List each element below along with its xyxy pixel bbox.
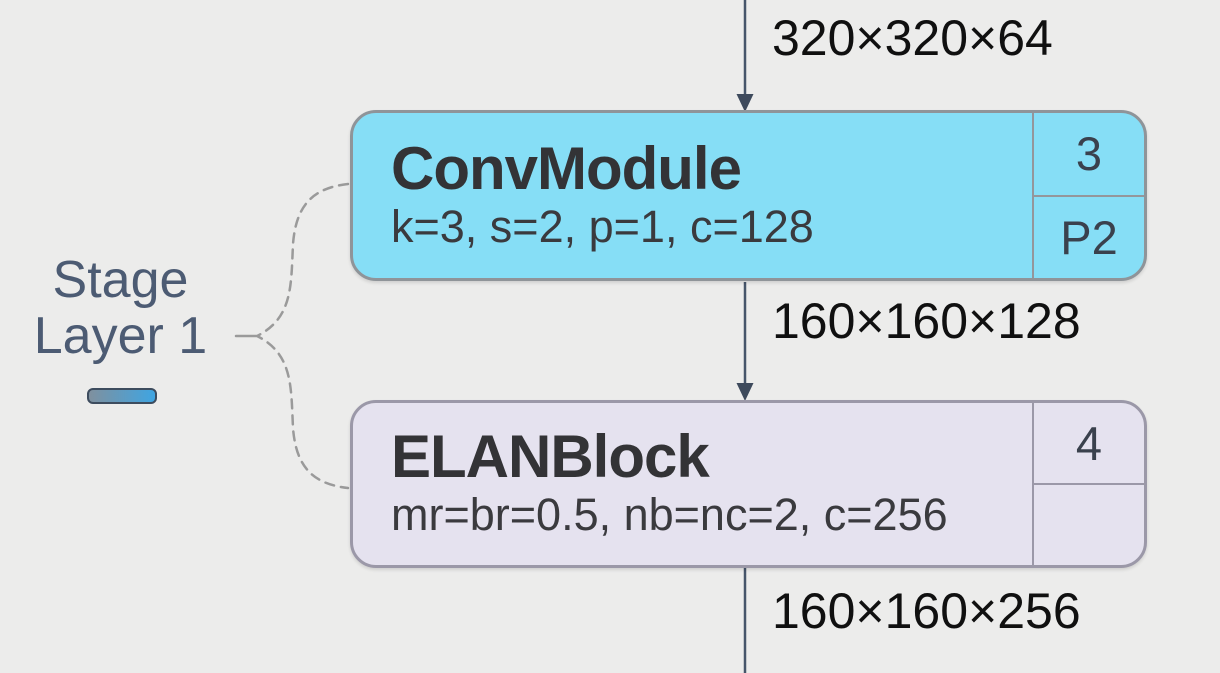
elanblock-side-column: 4 — [1032, 403, 1144, 565]
tensor-dim-output: 160×160×256 — [772, 583, 1081, 639]
elanblock-block: ELANBlock mr=br=0.5, nb=nc=2, c=256 4 — [350, 400, 1147, 568]
tensor-dim-mid: 160×160×128 — [772, 293, 1081, 349]
convmodule-params: k=3, s=2, p=1, c=128 — [391, 200, 814, 252]
convmodule-stage-tag: P2 — [1034, 194, 1144, 279]
elanblock-params: mr=br=0.5, nb=nc=2, c=256 — [391, 489, 948, 541]
elanblock-repeat-count: 4 — [1075, 416, 1103, 470]
convmodule-block-main: ConvModule k=3, s=2, p=1, c=128 — [353, 113, 1032, 278]
arrow-down-icon — [736, 94, 754, 112]
stage-label-line1: Stage — [52, 251, 189, 309]
stage-label-line2: Layer 1 — [33, 307, 208, 366]
elanblock-title: ELANBlock — [391, 423, 710, 491]
stage-gradient-swatch — [87, 388, 157, 404]
convmodule-title: ConvModule — [391, 134, 742, 202]
stage-brace — [254, 182, 350, 490]
tensor-dim-input: 320×320×64 — [772, 10, 1053, 66]
convmodule-side-column: 3 P2 — [1032, 113, 1144, 278]
elanblock-block-main: ELANBlock mr=br=0.5, nb=nc=2, c=256 — [353, 403, 1032, 565]
stage-layer-label: Stage Layer 1 — [18, 252, 223, 364]
convmodule-repeat-count: 3 — [1075, 127, 1103, 181]
convmodule-block: ConvModule k=3, s=2, p=1, c=128 3 P2 — [350, 110, 1147, 281]
arrow-down-icon — [736, 383, 754, 401]
elanblock-stage-tag — [1034, 483, 1144, 565]
